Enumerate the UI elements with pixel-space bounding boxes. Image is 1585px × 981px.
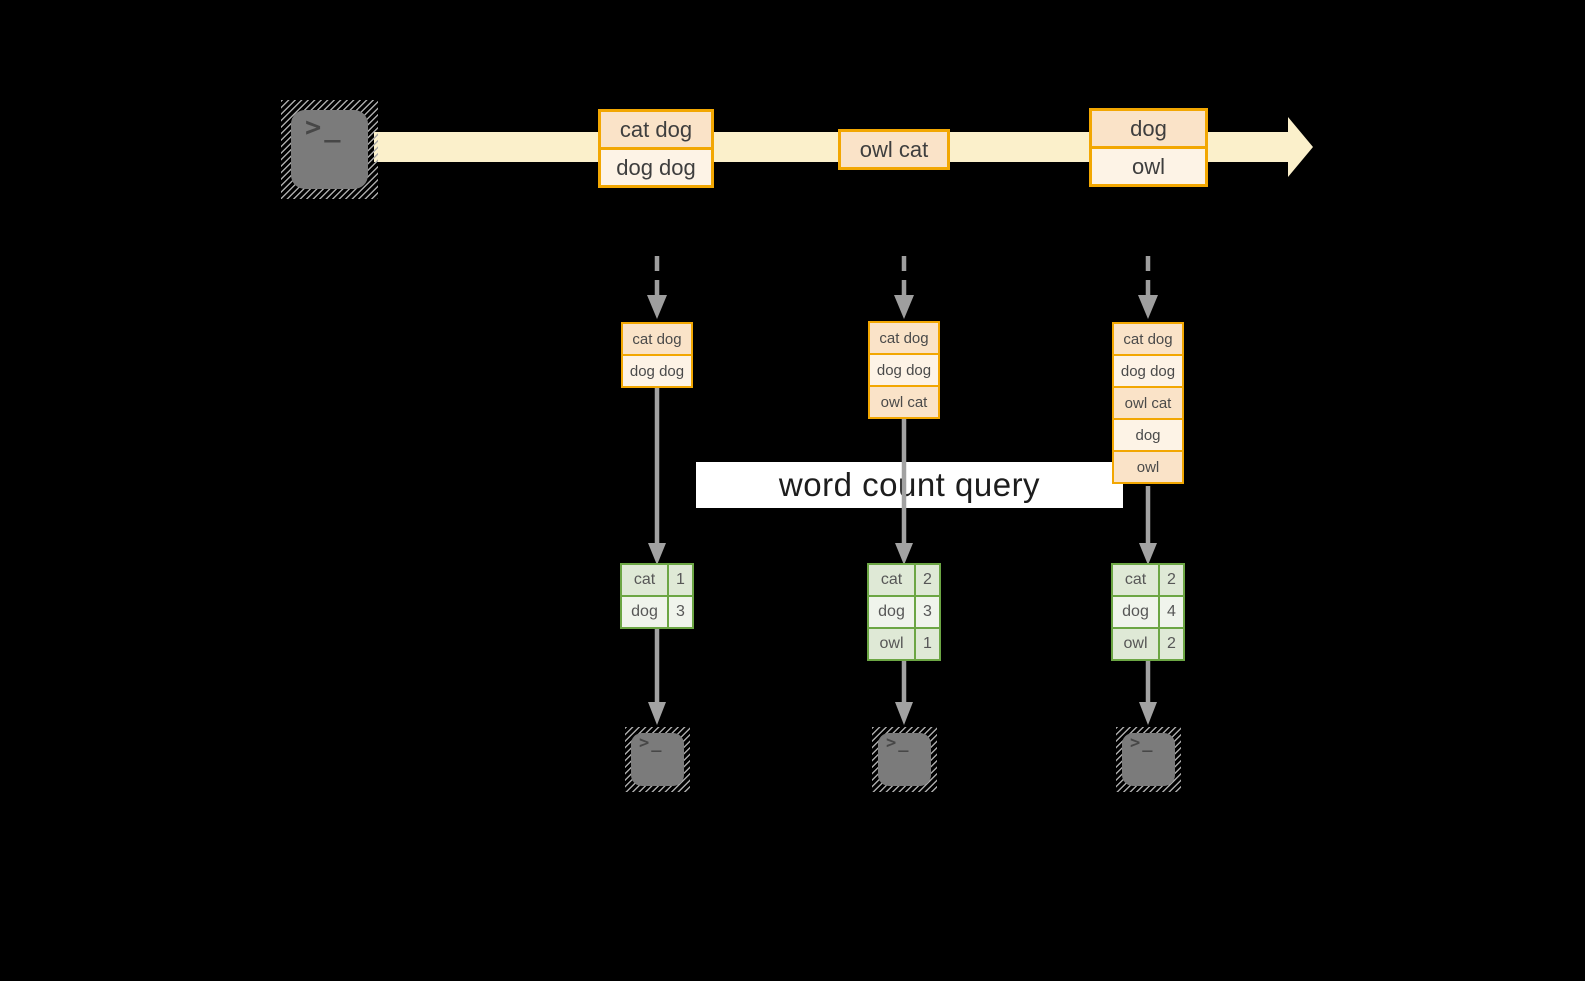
terminal-screen [1122, 733, 1175, 786]
buffer-record: dog dog [870, 353, 938, 385]
count-cell: 3 [669, 597, 692, 627]
stream-batch-2: owl cat [838, 129, 950, 170]
terminal-prompt-glyph: >_ [305, 112, 344, 143]
stream-record: cat dog [601, 112, 711, 147]
buffer-record: dog dog [623, 354, 691, 386]
query-arrow-3-head [1139, 543, 1157, 565]
count-table-2: cat 2 dog 3 owl 1 [867, 563, 941, 661]
buffer-record: owl cat [870, 385, 938, 417]
sink-terminal-icon-2: >_ [872, 727, 937, 792]
buffer-record: cat dog [623, 324, 691, 354]
table-row: dog 3 [622, 595, 692, 627]
word-cell: owl [869, 629, 916, 659]
count-cell: 1 [669, 565, 692, 595]
table-row: cat 1 [622, 565, 692, 595]
count-table-1: cat 1 dog 3 [620, 563, 694, 629]
buffer-record: cat dog [870, 323, 938, 353]
terminal-prompt-glyph: >_ [639, 733, 664, 753]
table-row: cat 2 [869, 565, 939, 595]
input-buffer-1: cat dog dog dog [621, 322, 693, 388]
buffer-record: owl [1114, 450, 1182, 482]
stream-record: dog [1092, 111, 1205, 146]
batch-arrows [647, 256, 1158, 319]
word-cell: owl [1113, 629, 1160, 659]
sink-arrow-3-head [1139, 702, 1157, 725]
terminal-screen [878, 733, 931, 786]
stream-record: dog dog [601, 147, 711, 185]
terminal-screen [631, 733, 684, 786]
table-row: dog 3 [869, 595, 939, 627]
query-arrow-1-head [648, 543, 666, 565]
count-table-3: cat 2 dog 4 owl 2 [1111, 563, 1185, 661]
stream-batch-3: dog owl [1089, 108, 1208, 187]
buffer-record: dog dog [1114, 354, 1182, 386]
batch-arrow-1-head [647, 295, 667, 319]
query-arrows [648, 386, 1157, 565]
count-cell: 4 [1160, 597, 1183, 627]
table-row: owl 2 [1113, 627, 1183, 659]
word-cell: dog [1113, 597, 1160, 627]
count-cell: 1 [916, 629, 939, 659]
query-banner-label: word count query [778, 466, 1041, 503]
sink-arrow-1-head [648, 702, 666, 725]
query-arrow-2-head [895, 543, 913, 565]
table-row: dog 4 [1113, 595, 1183, 627]
count-cell: 2 [916, 565, 939, 595]
stream-batch-1: cat dog dog dog [598, 109, 714, 188]
count-cell: 2 [1160, 565, 1183, 595]
count-cell: 2 [1160, 629, 1183, 659]
query-banner: word count query [696, 462, 1123, 508]
sink-terminal-icon-1: >_ [625, 727, 690, 792]
batch-arrow-2-head [894, 295, 914, 319]
word-cell: cat [1113, 565, 1160, 595]
word-cell: dog [869, 597, 916, 627]
word-cell: cat [622, 565, 669, 595]
input-buffer-2: cat dog dog dog owl cat [868, 321, 940, 419]
sink-terminal-icon-3: >_ [1116, 727, 1181, 792]
input-buffer-3: cat dog dog dog owl cat dog owl [1112, 322, 1184, 484]
terminal-prompt-glyph: >_ [1130, 733, 1155, 753]
source-terminal-icon: >_ [281, 100, 378, 199]
buffer-record: dog [1114, 418, 1182, 450]
sink-arrows [648, 629, 1157, 725]
terminal-prompt-glyph: >_ [886, 733, 911, 753]
buffer-record: cat dog [1114, 324, 1182, 354]
batch-arrow-3-head [1138, 295, 1158, 319]
stream-record: owl cat [841, 132, 947, 167]
table-row: owl 1 [869, 627, 939, 659]
terminal-screen [291, 110, 368, 189]
table-row: cat 2 [1113, 565, 1183, 595]
stream-record: owl [1092, 146, 1205, 184]
word-cell: dog [622, 597, 669, 627]
word-cell: cat [869, 565, 916, 595]
sink-arrow-2-head [895, 702, 913, 725]
buffer-record: owl cat [1114, 386, 1182, 418]
count-cell: 3 [916, 597, 939, 627]
